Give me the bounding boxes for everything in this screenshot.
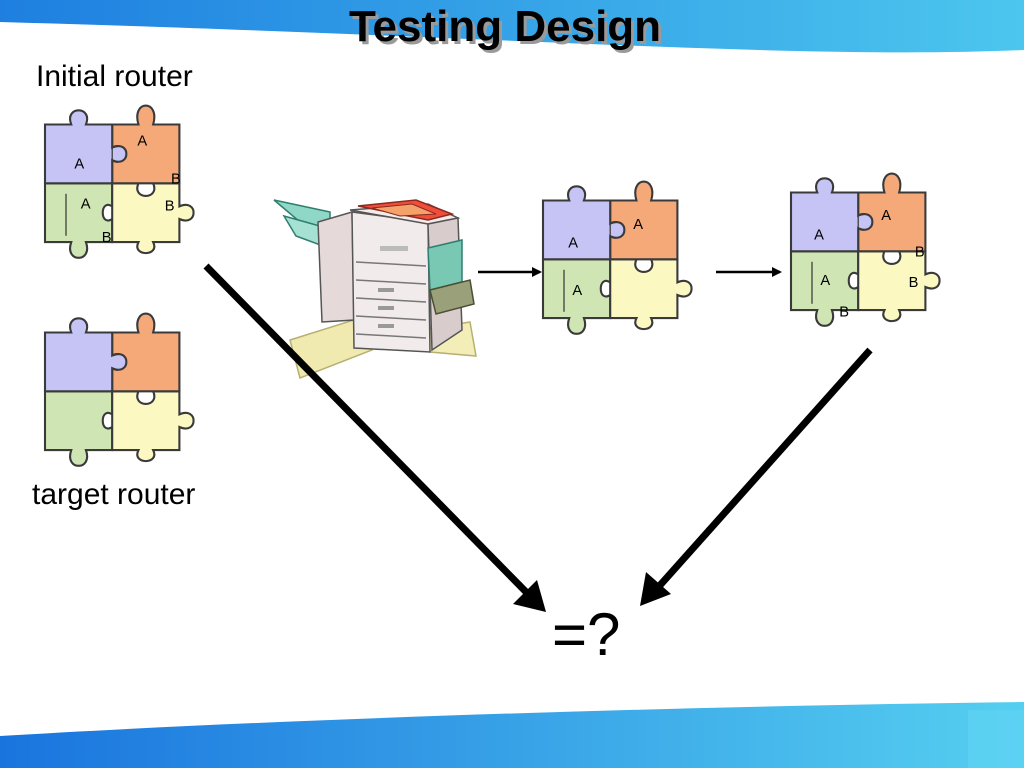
initial-router-puzzle: A A B A B B: [45, 106, 194, 258]
piece-letter-a: A: [572, 283, 582, 299]
header-band: [0, 0, 1024, 53]
piece-letter-b: B: [165, 199, 175, 215]
piece-letter-b: B: [102, 230, 112, 246]
footer-band-highlight: [968, 710, 1024, 768]
piece-letter-b: B: [839, 304, 849, 320]
initial-router-label: Initial router: [36, 60, 193, 93]
piece-letter-a: A: [633, 217, 643, 233]
piece-letter-a: A: [568, 236, 578, 252]
arrow-icon: [203, 263, 546, 612]
piece-letter-a: A: [74, 157, 84, 173]
comparison-result: =?: [552, 601, 621, 668]
piece-letter-b: B: [909, 275, 919, 291]
piece-letter-a: A: [814, 228, 824, 244]
piece-letter-b: B: [915, 245, 925, 261]
intermediate-router-puzzle: A A A: [543, 182, 692, 334]
copier-machine-icon: [273, 199, 477, 380]
target-router-label: target router: [32, 478, 196, 511]
footer-band: [0, 702, 1024, 768]
piece-letter-b: B: [171, 171, 181, 187]
target-router-puzzle: [45, 314, 194, 466]
result-router-puzzle: A A B A B B: [791, 174, 940, 326]
slide-title: Testing Design: [348, 2, 662, 51]
piece-letter-a: A: [81, 197, 91, 213]
arrow-icon: [640, 347, 873, 606]
piece-letter-a: A: [881, 208, 891, 224]
piece-letter-a: A: [820, 273, 830, 289]
piece-letter-a: A: [137, 134, 147, 150]
